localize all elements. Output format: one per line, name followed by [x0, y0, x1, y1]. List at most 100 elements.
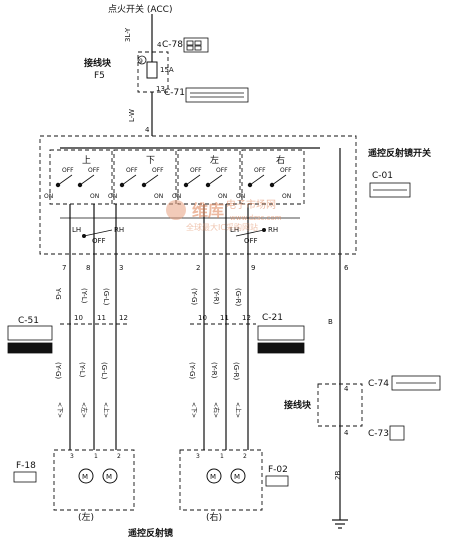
pin-c71-13: 13: [156, 85, 165, 93]
svg-text:M: M: [234, 473, 240, 481]
junction-block-label: 接线块: [84, 57, 112, 69]
svg-text:10: 10: [74, 314, 83, 322]
svg-text:10: 10: [198, 314, 207, 322]
mirror-right-box: [179, 449, 263, 511]
svg-text:OFF: OFF: [126, 167, 138, 174]
connector-c78-label: C-78: [162, 40, 183, 50]
watermark: 维库 电子市场网 www.dzsc.com 全球最大IC采购网站: [166, 198, 282, 232]
motor-left-1-icon: [78, 468, 94, 484]
junction-block-bottom-label: 接线块: [284, 399, 312, 411]
fuse-number-circle: [137, 55, 147, 65]
mirror-switch-title: 遥控反射镜开关: [368, 147, 431, 159]
watermark-logo-icon: [166, 200, 186, 220]
svg-text:(G-R): (G-R): [232, 362, 240, 381]
svg-text:(Y-G): (Y-G): [54, 362, 62, 379]
svg-text:<左>: <左>: [80, 402, 88, 418]
svg-text:OFF: OFF: [62, 167, 74, 174]
switch-right-label: 右: [276, 154, 285, 166]
svg-text:1: 1: [220, 453, 224, 460]
svg-text:(Y-G): (Y-G): [188, 362, 196, 379]
svg-text:ON: ON: [44, 193, 53, 200]
selector-off-right: OFF: [244, 237, 258, 245]
svg-text:(Y-R): (Y-R): [212, 288, 220, 305]
svg-text:ON: ON: [108, 193, 117, 200]
wire-b-label: B: [328, 318, 333, 326]
motor-right-2-icon: [230, 468, 246, 484]
switch-left-label: 左: [210, 154, 219, 166]
motor-right-1-icon: [206, 468, 222, 484]
switch-down: 下 OFF ON OFF ON: [108, 149, 177, 205]
pin-c78-4: 4: [157, 41, 162, 49]
svg-text:(G-L): (G-L): [100, 362, 108, 380]
svg-text:www.dzsc.com: www.dzsc.com: [230, 214, 282, 222]
svg-text:M: M: [106, 473, 112, 481]
svg-text:ON: ON: [154, 193, 163, 200]
svg-text:4: 4: [344, 385, 349, 393]
svg-text:6: 6: [344, 264, 349, 272]
connector-c73-icon: [389, 425, 405, 441]
pin-switch-in: 4: [145, 126, 150, 134]
svg-text:<下>: <下>: [56, 402, 63, 418]
svg-text:12: 12: [119, 314, 128, 322]
svg-text:2: 2: [196, 264, 200, 272]
selector-off-left: OFF: [92, 237, 106, 245]
svg-text:<上>: <上>: [234, 402, 242, 418]
connector-c71-icon: [185, 87, 249, 103]
svg-text:(G-R): (G-R): [234, 288, 242, 307]
svg-text:(G-L): (G-L): [102, 288, 110, 306]
svg-text:M: M: [210, 473, 216, 481]
svg-text:电子市场网: 电子市场网: [226, 198, 276, 211]
connector-f02-label: F-02: [268, 465, 288, 475]
connector-c73-label: C-73: [368, 429, 389, 439]
connector-c71-label: C-71: [164, 88, 185, 98]
switch-left: 左 OFF ON OFF ON: [172, 149, 241, 205]
svg-text:(Y-L): (Y-L): [78, 362, 86, 378]
selector-lh-right: LH: [230, 226, 239, 234]
svg-text:ON: ON: [172, 193, 181, 200]
svg-text:ON: ON: [282, 193, 291, 200]
switch-up-label: 上: [82, 155, 91, 166]
mirror-left-label: (左): [78, 511, 94, 523]
svg-text:全球最大IC采购网站: 全球最大IC采购网站: [186, 222, 258, 232]
svg-text:M: M: [82, 473, 88, 481]
connector-f02-icon: [265, 475, 289, 487]
mirror-right-label: (右): [206, 511, 222, 523]
switch-right: 右 OFF ON OFF ON: [236, 149, 305, 205]
motor-left-2-icon: [102, 468, 118, 484]
svg-text:11: 11: [220, 314, 229, 322]
fuse-icon: [146, 61, 158, 79]
selector-rh-left: RH: [114, 226, 124, 234]
svg-text:<右>: <右>: [212, 402, 220, 418]
svg-text:7: 7: [62, 264, 66, 272]
wire-l-w-label: L-W: [128, 109, 136, 122]
svg-text:OFF: OFF: [280, 167, 292, 174]
switch-down-label: 下: [146, 156, 155, 166]
svg-text:(Y-G): (Y-G): [190, 288, 198, 305]
svg-text:Y-G: Y-G: [54, 287, 62, 300]
svg-text:3: 3: [119, 264, 123, 272]
connector-c21-label: C-21: [262, 313, 283, 323]
svg-text:OFF: OFF: [216, 167, 228, 174]
svg-text:ON: ON: [218, 193, 227, 200]
svg-text:OFF: OFF: [88, 167, 100, 174]
svg-text:<下>: <下>: [190, 402, 197, 418]
svg-text:3: 3: [196, 453, 200, 460]
svg-text:维库: 维库: [192, 201, 224, 220]
wire-2b-label: 2B: [334, 471, 342, 480]
mirror-switch-box: [39, 135, 357, 255]
wire-3l-y: 3L-Y: [124, 27, 132, 42]
junction-block-id: F5: [94, 71, 105, 81]
mirror-caption: 遥控反射镜: [128, 527, 173, 539]
connector-f18-label: F-18: [16, 461, 36, 471]
svg-text:OFF: OFF: [254, 167, 266, 174]
junction-block-f5: [137, 51, 169, 93]
fuse-rating: 15A: [160, 66, 174, 74]
svg-text:OFF: OFF: [190, 167, 202, 174]
svg-text:4: 4: [344, 429, 349, 437]
svg-text:2: 2: [117, 453, 121, 460]
svg-text:OFF: OFF: [152, 167, 164, 174]
selector-lh-left: LH: [72, 226, 81, 234]
svg-text:<上>: <上>: [102, 402, 110, 418]
fuse-number: 9: [139, 58, 143, 65]
